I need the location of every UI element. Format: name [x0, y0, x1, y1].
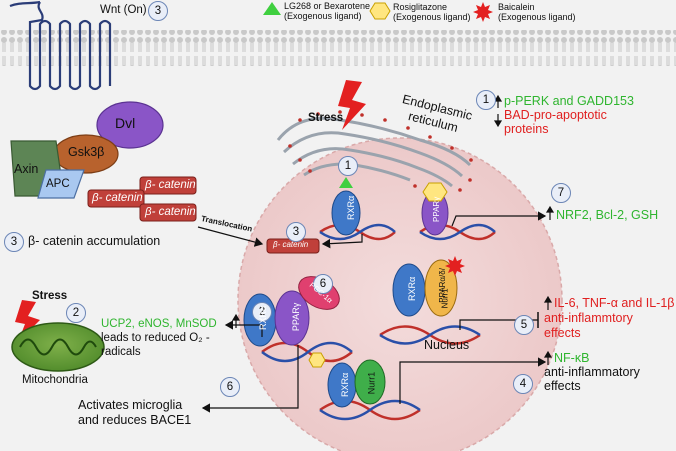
dna-top-left: [319, 223, 396, 241]
beta-catenin-3: β- catenin: [145, 206, 196, 218]
rxr-top-label: RXRα: [346, 195, 357, 221]
beta-catenin-box-2: [87, 189, 145, 208]
effect4-line2: anti-inflammatory: [544, 365, 640, 379]
nucleus-step-top: 1: [338, 156, 358, 176]
ligand-hexagon-bottom: [308, 352, 326, 368]
nuclear-beta-catenin: β- catenin: [273, 240, 309, 249]
legend-ligand1-line1: LG268 or Bexarotene: [284, 1, 371, 11]
stress-er-label: Stress: [308, 112, 344, 124]
wnt-label: Wnt (On): [100, 4, 147, 16]
wnt-receptor: [9, 0, 112, 91]
effect6-line2: and reduces BACE1: [78, 413, 192, 427]
effect5-line1: IL-6, TNF-α and IL-1β: [554, 296, 675, 310]
legend-star-icon: [473, 2, 493, 22]
effect7-text: NRF2, Bcl-2, GSH: [556, 208, 659, 222]
apc-label: APC: [46, 178, 70, 190]
legend-ligand2-line2: (Exogenous ligand): [393, 12, 471, 22]
mito-stress-label: Stress: [32, 290, 68, 302]
effect1-up: p-PERK and GADD153: [504, 94, 634, 108]
legend-hexagon-icon: [369, 2, 391, 20]
axin-label: Axin: [14, 162, 39, 176]
effect1-down-line1: BAD-pro-apoptotic: [504, 108, 607, 122]
wnt-step-badge: 3: [148, 1, 168, 21]
effect1-down-line2: proteins: [504, 122, 549, 136]
nucleus-step-pgc: 6: [313, 274, 333, 294]
nurr-bottom-label: Nurr1: [366, 371, 377, 395]
effect5-step-badge: 5: [514, 315, 534, 335]
endoplasmic-reticulum: [276, 116, 472, 188]
effect4-step-badge: 4: [513, 374, 533, 394]
ppar-top-label: PPARγ: [432, 196, 442, 222]
ribosome-dots: [288, 110, 473, 192]
effect5-line2: anti-inflammtory: [544, 311, 633, 325]
effect6-line1: Activates microglia: [78, 398, 183, 412]
ligand-star: [445, 256, 465, 276]
rxr-right-label: RXRα: [407, 276, 418, 302]
effect1-step-badge: 1: [476, 90, 496, 110]
nucleus-step-left: 2: [252, 302, 272, 322]
nucleus-label: Nucleus: [424, 338, 470, 352]
ligand-hexagon-top: [422, 182, 448, 202]
arrow-to-nuclear-bcatenin: [321, 234, 363, 249]
legend-ligand3-line2: (Exogenous ligand): [498, 12, 576, 22]
effect5-line3: effects: [544, 326, 581, 340]
effect7-step-badge: 7: [551, 183, 571, 203]
gsk3b-label: Gsk3β: [68, 145, 105, 159]
effect2-step-badge: 2: [66, 303, 86, 323]
legend-ligand1-line2: (Exogenous ligand): [284, 11, 362, 21]
legend-ligand2-line1: Rosiglitazone: [393, 2, 448, 12]
effect6-step-badge: 6: [220, 377, 240, 397]
ligand-triangle-top: [339, 177, 353, 188]
arrow-to-effect6: [201, 345, 299, 413]
effect2-green: UCP2, eNOS, MnSOD: [101, 318, 217, 330]
mitochondrion: [11, 322, 105, 372]
beta-catenin-box-3: [139, 203, 197, 222]
arrow-to-effect2: [224, 320, 263, 337]
mito-label: Mitochondria: [22, 374, 88, 386]
translocation-arrow: [197, 226, 264, 247]
dvl-shape: [96, 101, 164, 149]
nurr-right-label: Nurr1: [440, 288, 450, 309]
accumulation-label: β- catenin accumulation: [28, 234, 161, 248]
accumulation-step-badge: 3: [4, 232, 24, 252]
beta-catenin-2: β- catenin: [92, 192, 143, 204]
rxr-left-label: RXRα: [258, 305, 269, 331]
arrow-to-effect7: [451, 211, 547, 227]
ppar-right-shape: [424, 259, 458, 317]
dna-left: [261, 341, 353, 363]
effect4-line1: NF-κB: [554, 351, 590, 365]
rxr-bottom-label: RXRα: [340, 372, 351, 398]
ppar-left-label: PPARγ: [291, 302, 302, 332]
updown-arrows: [231, 94, 555, 365]
nurr-bottom-shape: [354, 359, 386, 405]
effect2-line2: leads to reduced O₂ -: [101, 332, 210, 344]
beta-catenin-box-1: [139, 176, 197, 195]
beta-catenin-1: β- catenin: [145, 179, 196, 191]
cell-membrane: [0, 30, 676, 66]
ppar-left-shape: [274, 290, 310, 346]
stress-bolt-er: [338, 80, 366, 130]
apc-shape: [37, 169, 85, 199]
stress-bolt-mito: [15, 300, 40, 342]
effect4-line3: effects: [544, 379, 581, 393]
dvl-label: Dvl: [115, 115, 136, 131]
legend-ligand3-line1: Baicalein: [498, 2, 535, 12]
dna-middle-right: [379, 325, 481, 345]
rxr-top-shape: [331, 190, 361, 236]
effect2-line3: radicals: [101, 346, 141, 358]
nucleus-step-bc: 3: [286, 222, 306, 242]
legend-triangle-icon: [263, 2, 281, 15]
arrow-to-effect4: [399, 357, 547, 404]
